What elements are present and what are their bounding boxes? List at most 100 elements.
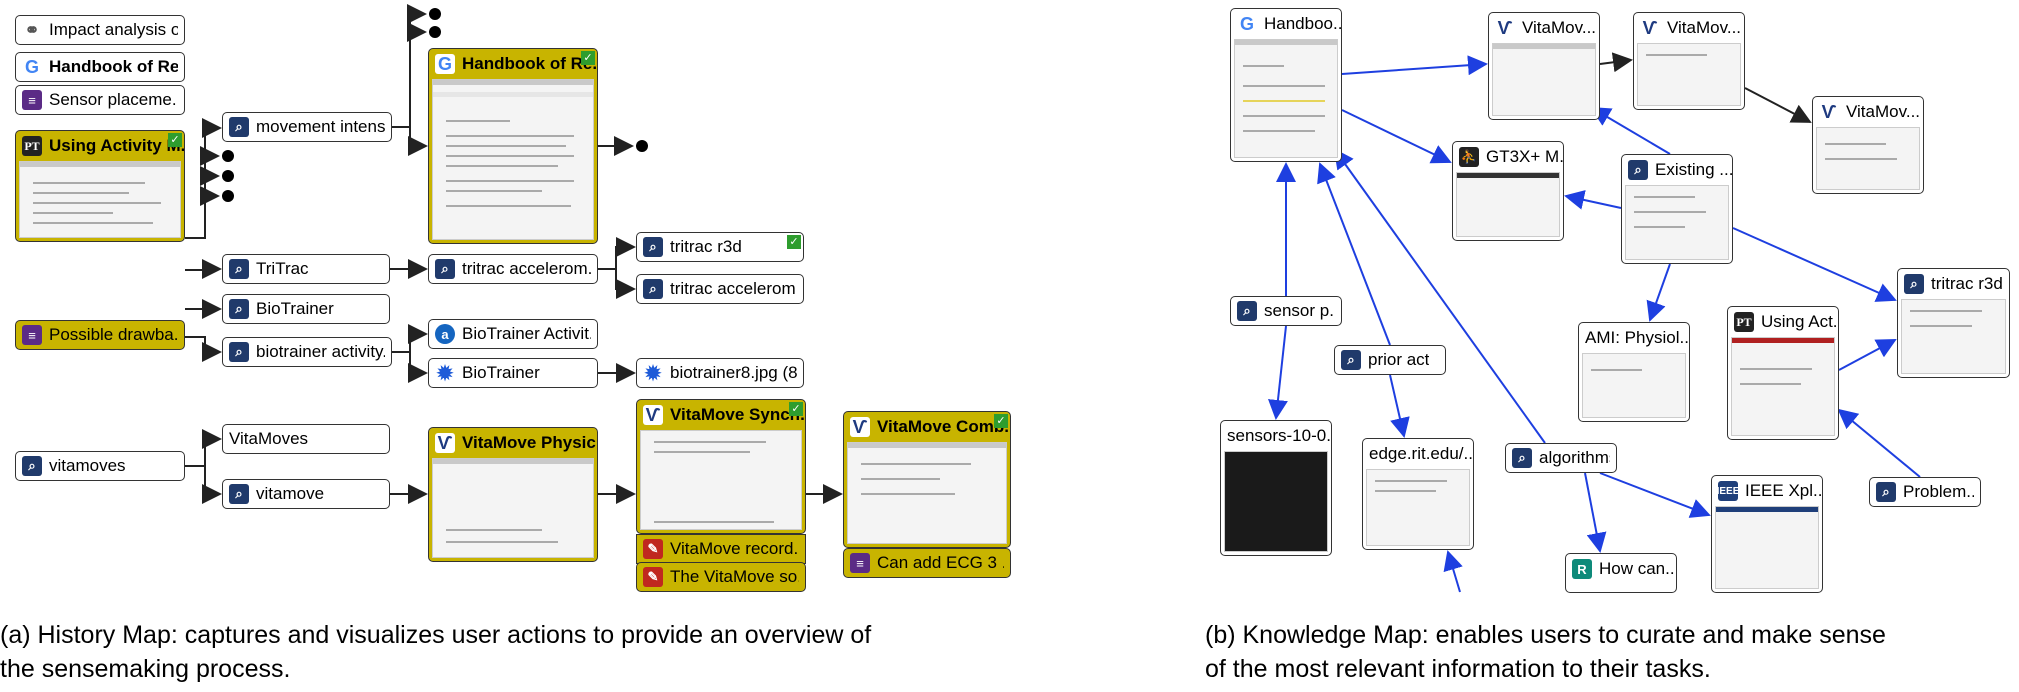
node-label: prior act [1368,350,1430,369]
document-icon: ≡ [850,553,870,573]
history-node-vitamove-software[interactable]: ✎ The VitaMove so... [636,562,806,592]
history-node-tritrac-accelerom-2[interactable]: ⌕ tritrac accelerom... [636,274,804,304]
knowledge-edge [1443,550,1463,593]
knowledge-card-gt3x[interactable]: ⛹GT3X+ M... [1452,141,1564,241]
history-node-tritrac[interactable]: ⌕ TriTrac [222,254,390,284]
pt-journal-icon: PT [22,136,42,156]
knowledge-caption: (b) Knowledge Map: enables users to cura… [1205,618,1886,686]
red-note-icon: ✎ [643,567,663,587]
history-card-using-activity[interactable]: PT Using Activity M... ✓ [15,130,185,242]
google-icon: G [1237,14,1257,34]
knowledge-edge [1837,408,1921,478]
knowledge-edge [1268,325,1288,420]
search-icon: ⌕ [1876,482,1896,502]
knowledge-edge [1584,472,1607,553]
page-thumbnail [1224,451,1328,552]
link-icon: ⚭ [22,20,42,40]
card-title: Handboo... [1264,14,1341,33]
knowledge-node-algorithms[interactable]: ⌕ algorithms [1505,443,1617,473]
check-icon: ✓ [789,402,803,416]
search-icon: ⌕ [22,456,42,476]
knowledge-card-edge[interactable]: edge.rit.edu/... [1362,438,1474,550]
caption-line: (a) History Map: captures and visualizes… [0,621,872,649]
node-label: vitamoves [49,456,126,475]
history-node-handbook[interactable]: G Handbook of Re... [15,52,185,82]
knowledge-edge [1317,162,1391,346]
page-thumbnail [1715,506,1819,589]
search-icon: ⌕ [1512,448,1532,468]
check-icon: ✓ [581,51,595,65]
check-icon: ✓ [787,235,801,249]
page-thumbnail [1456,172,1560,237]
history-node-movement[interactable]: ⌕ movement intens... [222,112,392,142]
vitamove-logo-icon: Ѵ [1495,18,1515,38]
card-title: VitaMove Physic... [462,433,597,452]
history-node-tritrac-accelerom[interactable]: ⌕ tritrac accelerom... [428,254,598,284]
history-node-biotrainer-activit[interactable]: a BioTrainer Activit... [428,319,598,349]
history-node-vitamove-record[interactable]: ✎ VitaMove record... [636,534,806,564]
history-edge [185,259,222,279]
card-title: VitaMove Comb... [877,417,1010,436]
history-edge [392,126,428,156]
card-title: edge.rit.edu/... [1369,444,1473,463]
history-node-biotrainer[interactable]: ⌕ BioTrainer [222,294,390,324]
person-icon: ⛹ [1459,147,1479,167]
google-icon: G [22,57,42,77]
history-node-sensor-placement[interactable]: ≡ Sensor placeme... [15,85,185,115]
page-thumbnail [432,79,594,240]
node-label: movement intens... [256,117,385,136]
card-title: IEEE Xpl... [1745,481,1822,500]
card-title: tritrac r3d [1931,274,2003,293]
check-icon: ✓ [168,133,182,147]
knowledge-card-tritrac[interactable]: ⌕tritrac r3d [1897,268,2010,378]
knowledge-card-sensors10[interactable]: sensors-10-0... [1220,420,1332,556]
history-node-vitamoves-search[interactable]: ⌕ vitamoves [15,451,185,481]
node-label: sensor p... [1264,301,1335,320]
page-thumbnail [1582,353,1686,418]
knowledge-node-sensor[interactable]: ⌕ sensor p... [1230,296,1342,326]
page-thumbnail [432,458,594,558]
page-thumbnail [1492,43,1596,116]
history-node-vitamoves-title[interactable]: VitaMoves [222,424,390,454]
node-label: Sensor placeme... [49,90,178,109]
search-icon: ⌕ [229,342,249,362]
knowledge-node-problem[interactable]: ⌕ Problem... [1869,477,1981,507]
history-node-biotrainer8[interactable]: ✹ biotrainer8.jpg (8... [636,358,804,388]
node-label: algorithms [1539,448,1610,467]
history-node-impact[interactable]: ⚭ Impact analysis o... [15,15,185,45]
history-node-biotrainer-activity[interactable]: ⌕ biotrainer activity... [222,337,392,367]
caption-line: the sensemaking process. [0,655,291,683]
history-node-drawbacks[interactable]: ≡ Possible drawba... [15,320,185,350]
history-edge [185,336,222,362]
knowledge-edge [1599,52,1633,73]
history-node-vitamove[interactable]: ⌕ vitamove [222,479,390,509]
history-edge [598,237,636,270]
vitamove-logo-icon: Ѵ [1640,18,1660,38]
knowledge-edge [1341,55,1488,76]
history-node-tritrac-r3d[interactable]: ⌕ tritrac r3d ✓ [636,232,804,262]
card-title: VitaMove Synch... [670,405,805,424]
knowledge-node-prior[interactable]: ⌕ prior act [1334,345,1446,375]
knowledge-card-handbook[interactable]: G Handboo... [1230,8,1342,162]
researchgate-icon: R [1572,559,1592,579]
history-node-biotrainer-2[interactable]: ✹ BioTrainer [428,358,598,388]
card-title: VitaMov... [1522,18,1597,37]
card-title: Using Activity M... [49,136,184,155]
knowledge-edge [1599,472,1711,518]
page-thumbnail [1234,39,1338,158]
history-node-ecg[interactable]: ≡ Can add ECG 3 ... [843,548,1011,578]
knowledge-card-ami[interactable]: AMI: Physiol... [1578,322,1690,422]
knowledge-card-existing[interactable]: ⌕Existing ... [1621,154,1733,264]
knowledge-card-vitamove-1[interactable]: Ѵ VitaMov... [1488,12,1600,120]
page-thumbnail [19,161,181,238]
search-icon: ⌕ [1237,301,1257,321]
